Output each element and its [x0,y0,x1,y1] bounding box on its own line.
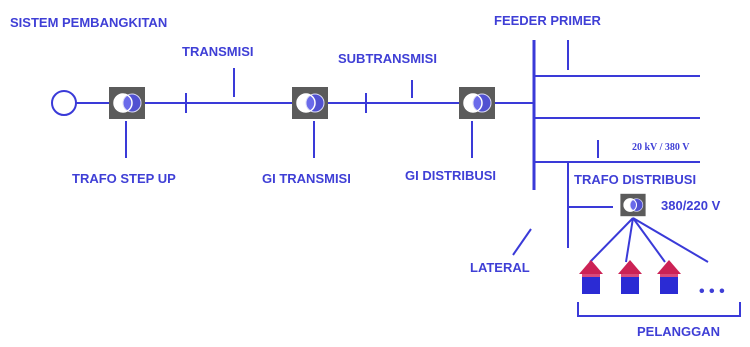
label-step-up: TRAFO STEP UP [72,171,176,186]
pointer-lateral [512,228,532,256]
label-generation: SISTEM PEMBANGKITAN [10,15,167,30]
distribution-transformer-icon [619,193,647,217]
label-customers: PELANGGAN [637,324,720,339]
label-distribution-transformer: TRAFO DISTRIBUSI [574,172,696,187]
label-gi-distribution: GI DISTRIBUSI [405,168,496,183]
label-voltage-primary: 20 kV / 380 V [632,142,690,153]
gi-distribution-transformer-icon [458,86,496,120]
label-subtransmission: SUBTRANSMISI [338,51,437,66]
house-icon [579,260,603,294]
step-up-transformer-icon [108,86,146,120]
label-lateral: LATERAL [470,260,530,275]
generator-icon [51,90,77,116]
service-drop [625,217,634,263]
house-icon [657,260,681,294]
service-drop [632,217,709,263]
label-transmission: TRANSMISI [182,44,254,59]
label-voltage-secondary: 380/220 V [661,198,721,213]
gi-transmission-transformer-icon [291,86,329,120]
service-drop [632,217,666,263]
label-gi-transmission: GI TRANSMISI [262,171,351,186]
label-primary-feeder: FEEDER PRIMER [494,13,602,28]
service-drop [589,217,634,263]
customer-bracket [577,302,741,317]
ellipsis-more-customers: • • • [699,283,725,300]
house-icon [618,260,642,294]
